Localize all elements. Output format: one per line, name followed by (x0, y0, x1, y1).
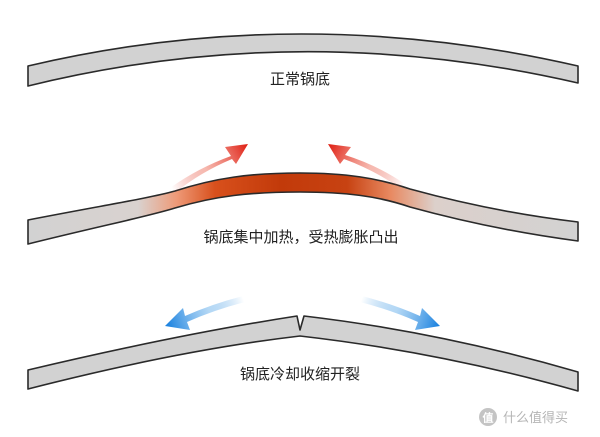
pan-bottom-normal (27, 33, 579, 87)
heat-arrow-right-icon (328, 144, 405, 188)
cool-arrow-left-icon (165, 296, 245, 330)
svg-text:值: 值 (483, 411, 494, 425)
cool-arrow-right-icon (360, 296, 440, 330)
pan-bottom-cracked (27, 315, 579, 392)
stage-cooled: 锅底冷却收缩开裂 (27, 296, 579, 392)
watermark: 值 什么值得买 (479, 408, 568, 426)
stage-normal: 正常锅底 (27, 33, 579, 88)
stage-cooled-label: 锅底冷却收缩开裂 (240, 365, 360, 383)
watermark-text: 什么值得买 (503, 410, 568, 426)
stage-normal-label: 正常锅底 (270, 70, 330, 88)
heat-arrow-left-icon (170, 144, 248, 192)
pan-bottom-heated (27, 172, 579, 245)
stage-heated: 锅底集中加热，受热膨胀凸出 (27, 144, 579, 246)
stage-heated-label: 锅底集中加热，受热膨胀凸出 (203, 228, 398, 246)
zhi-logo-icon: 值 (479, 408, 497, 426)
